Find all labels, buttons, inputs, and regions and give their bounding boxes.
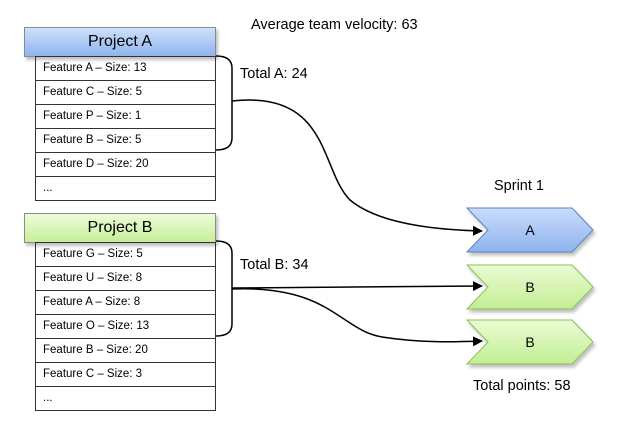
list-item: Feature B – Size: 20 [36, 339, 215, 363]
bracket-a [215, 55, 233, 151]
arrow-b-to-sprint-1 [231, 281, 483, 292]
sprint-slot-a [465, 207, 594, 253]
total-points-label: Total points: 58 [473, 378, 571, 394]
sprint-slot-b-2 [465, 319, 594, 365]
list-item: Feature P – Size: 1 [36, 105, 215, 129]
sprint-title: Sprint 1 [494, 178, 544, 194]
project-b-feature-list: Feature G – Size: 5 Feature U – Size: 8 … [35, 242, 216, 411]
project-a-feature-list: Feature A – Size: 13 Feature C – Size: 5… [35, 56, 216, 201]
list-item: ... [36, 177, 215, 201]
list-item: Feature A – Size: 8 [36, 291, 215, 315]
list-item: Feature B – Size: 5 [36, 129, 215, 153]
list-item: ... [36, 387, 215, 411]
project-a-header: Project A [24, 27, 216, 57]
list-item: Feature G – Size: 5 [36, 243, 215, 267]
average-velocity-label: Average team velocity: 63 [251, 17, 418, 33]
list-item: Feature A – Size: 13 [36, 57, 215, 81]
arrow-b-to-sprint-2 [231, 288, 483, 347]
list-item: Feature O – Size: 13 [36, 315, 215, 339]
sprint-slot-b-1 [465, 264, 594, 310]
bracket-b [215, 240, 233, 337]
sprint-slot-a-label: A [525, 222, 535, 238]
sprint-slot-b2-label: B [525, 334, 534, 350]
list-item: Feature C – Size: 5 [36, 81, 215, 105]
total-a-label: Total A: 24 [240, 66, 308, 82]
list-item: Feature C – Size: 3 [36, 363, 215, 387]
arrow-a-to-sprint [231, 99, 483, 236]
total-b-label: Total B: 34 [240, 257, 309, 273]
sprint-slot-b1-label: B [525, 279, 534, 295]
list-item: Feature U – Size: 8 [36, 267, 215, 291]
list-item: Feature D – Size: 20 [36, 153, 215, 177]
